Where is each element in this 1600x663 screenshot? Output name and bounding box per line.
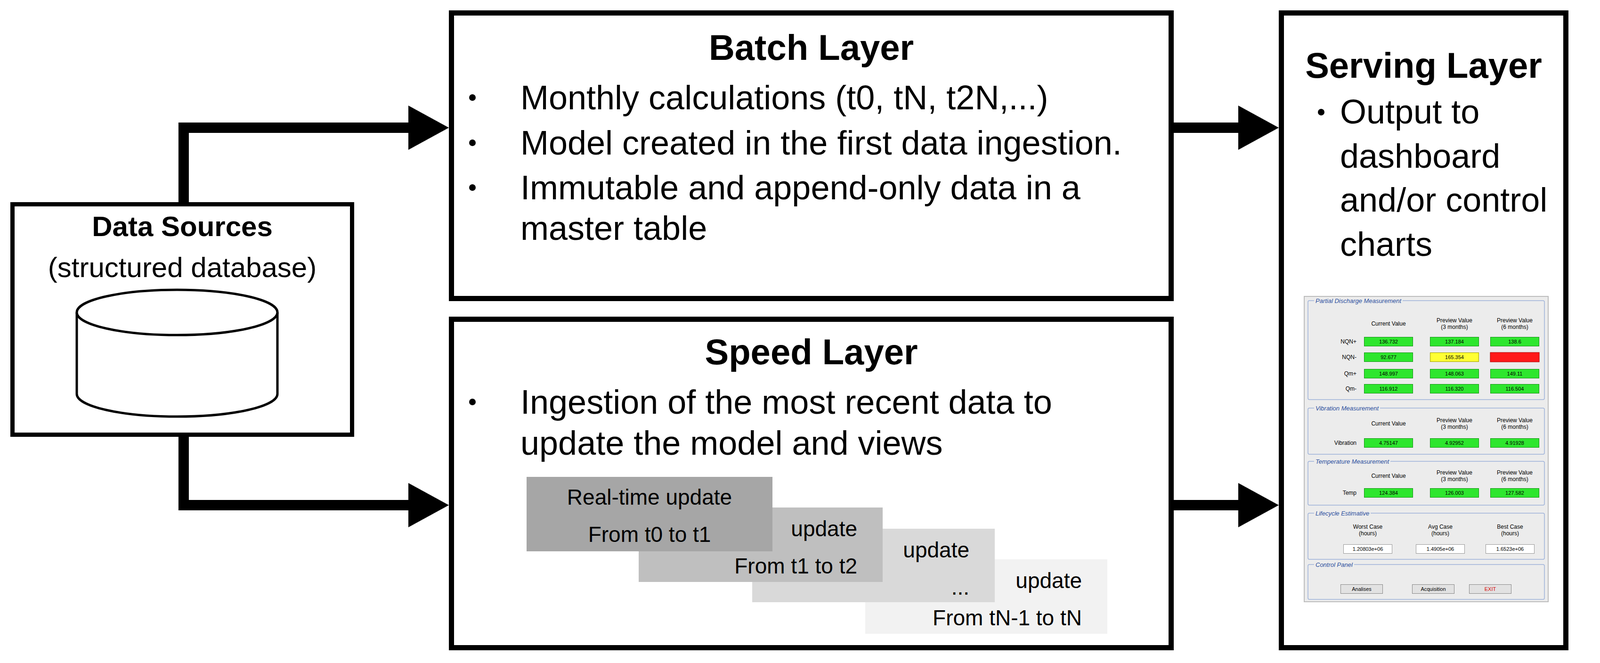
value-cell: 116.504 xyxy=(1490,383,1540,394)
row-label: Qm- xyxy=(1313,383,1357,394)
row-label: NQN+ xyxy=(1313,336,1357,347)
arrow-head xyxy=(408,105,449,150)
node-title: Data Sources xyxy=(19,209,346,244)
bullet-dot xyxy=(1317,108,1325,116)
connector-line xyxy=(1173,122,1242,133)
button-label: Acquisition xyxy=(1412,584,1455,594)
button-label: EXIT xyxy=(1469,584,1512,594)
group-title: Partial Discharge Measurement xyxy=(1314,297,1403,305)
column-header: Preview Value (6 months) xyxy=(1494,469,1536,483)
dashboard-labels: Partial Discharge MeasurementCurrent Val… xyxy=(1303,295,1549,602)
value-cell: 1.6523e+06 xyxy=(1485,544,1535,554)
bullet-dot xyxy=(469,398,476,406)
bullet-item: Monthly calculations (t0, tN, t2N,...) xyxy=(454,77,1169,118)
bullet-text: Ingestion of the most recent data to upd… xyxy=(520,381,1152,463)
group-title: Control Panel xyxy=(1314,560,1355,569)
column-header: Current Value xyxy=(1367,320,1410,328)
dashboard-background xyxy=(1304,296,1549,602)
card-text: From t0 to t1 xyxy=(536,522,764,547)
bullet-text: Output to dashboard and/or control chart… xyxy=(1340,89,1562,267)
connector-arrow xyxy=(183,105,449,203)
update-card: Real-time updateFrom t0 to t1 xyxy=(526,476,773,552)
bullet-item: Ingestion of the most recent data to upd… xyxy=(454,381,1169,463)
source-box: Data Sources (structured database) xyxy=(10,202,355,437)
row-label: Vibration xyxy=(1313,438,1357,448)
card-text: From t1 to t2 xyxy=(648,553,858,578)
layer-box: Batch LayerMonthly calculations (t0, tN,… xyxy=(448,10,1174,301)
connector-arrow xyxy=(1173,105,1279,150)
bullet-item: Immutable and append-only data in a mast… xyxy=(454,167,1169,249)
column-header: Current Value xyxy=(1367,472,1410,480)
row-label: NQN- xyxy=(1313,352,1357,362)
connector-line xyxy=(183,436,412,505)
value-cell: 1.4905e+06 xyxy=(1415,544,1465,554)
bullet-dot xyxy=(469,184,476,191)
arrow-head xyxy=(408,482,449,528)
value-cell: 126.003 xyxy=(1429,487,1479,498)
value-cell: 136.732 xyxy=(1364,336,1414,347)
bullet-text: Model created in the first data ingestio… xyxy=(520,122,1152,163)
layer-box: Speed LayerIngestion of the most recent … xyxy=(448,316,1174,650)
arrow-head xyxy=(1238,105,1279,150)
value-cell: 124.384 xyxy=(1364,487,1414,498)
node-title: Speed Layer xyxy=(454,330,1169,374)
value-cell: 116.912 xyxy=(1364,383,1414,394)
node-title: Batch Layer xyxy=(454,25,1169,69)
database-cylinder xyxy=(73,285,281,423)
group-frame xyxy=(1307,564,1545,600)
node-subtitle: (structured database) xyxy=(19,250,346,285)
arrow-head xyxy=(1238,482,1279,528)
group-frame xyxy=(1307,512,1545,560)
connector-line xyxy=(1173,499,1242,511)
group-frame xyxy=(1307,407,1545,455)
value-cell: 92.677 xyxy=(1364,352,1414,362)
value-cell: 165.354 xyxy=(1429,352,1479,362)
row-label: Temp xyxy=(1313,487,1357,498)
alarm-cell xyxy=(1490,352,1540,362)
bullet-item: Model created in the first data ingestio… xyxy=(454,122,1169,163)
column-header: Avg Case (hours) xyxy=(1419,523,1462,537)
value-cell: 138.6 xyxy=(1490,336,1540,347)
column-header: Best Case (hours) xyxy=(1489,523,1531,537)
bullet-text: Monthly calculations (t0, tN, t2N,...) xyxy=(520,77,1152,118)
value-cell: 137.184 xyxy=(1429,336,1479,347)
column-header: Preview Value (6 months) xyxy=(1494,317,1536,331)
row-label: Qm+ xyxy=(1313,368,1357,379)
column-header: Current Value xyxy=(1367,420,1410,428)
node-title: Serving Layer xyxy=(1283,43,1564,87)
group-frame xyxy=(1307,300,1545,400)
value-cell: 127.582 xyxy=(1490,487,1540,498)
group-title: Temperature Measurement xyxy=(1314,457,1391,465)
value-cell: 4.92952 xyxy=(1429,438,1479,448)
connector-arrow xyxy=(1173,482,1279,528)
value-cell: 4.91928 xyxy=(1490,438,1540,448)
bullet-item: Output to dashboard and/or control chart… xyxy=(1283,89,1564,267)
group-frame xyxy=(1307,461,1545,505)
connector-line xyxy=(183,127,412,203)
value-cell: 149.11 xyxy=(1490,368,1540,379)
column-header: Preview Value (3 months) xyxy=(1433,417,1476,431)
value-cell: 148.997 xyxy=(1364,368,1414,379)
value-cell: 4.75147 xyxy=(1364,438,1414,448)
column-header: Preview Value (3 months) xyxy=(1433,469,1476,483)
card-text: Real-time update xyxy=(536,485,764,510)
serving-box: Serving LayerOutput to dashboard and/or … xyxy=(1278,10,1569,650)
bullet-text: Immutable and append-only data in a mast… xyxy=(520,167,1152,249)
value-cell: 116.320 xyxy=(1429,383,1479,394)
bullet-dot xyxy=(469,94,476,101)
card-text: From tN-1 to tN xyxy=(874,605,1082,630)
connector-arrow xyxy=(183,436,449,528)
value-cell: 148.063 xyxy=(1429,368,1479,379)
column-header: Worst Case (hours) xyxy=(1347,523,1389,537)
value-cell: 1.20803e+06 xyxy=(1343,544,1393,554)
column-header: Preview Value (3 months) xyxy=(1433,317,1476,331)
group-title: Lifecycle Estimative xyxy=(1314,509,1371,517)
cylinder-top xyxy=(76,289,278,335)
column-header: Preview Value (6 months) xyxy=(1494,417,1536,431)
bullet-dot xyxy=(469,139,476,147)
button-label: Analises xyxy=(1340,584,1383,594)
group-title: Vibration Measurement xyxy=(1314,404,1381,412)
